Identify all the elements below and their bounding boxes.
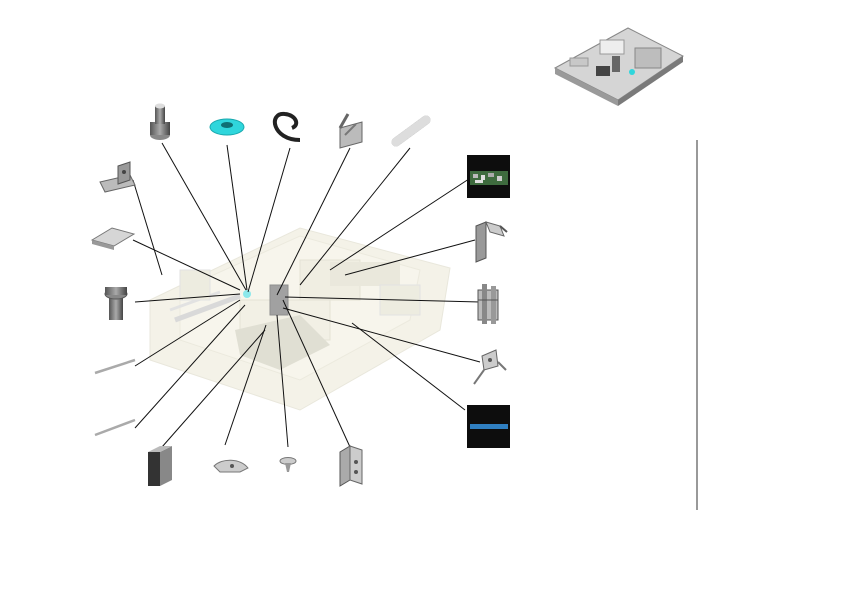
long-shaft-icon xyxy=(94,418,136,437)
leader-mount-bracket xyxy=(282,307,481,363)
flange-screw-icon xyxy=(104,287,128,320)
leader-cyan-washer xyxy=(226,144,248,291)
leader-lines xyxy=(132,142,481,448)
leader-rail-bracket xyxy=(284,296,481,303)
leader-blue-strip xyxy=(351,322,466,411)
leader-long-shaft xyxy=(134,304,246,429)
assembly-thumbnail xyxy=(553,27,684,106)
leader-guide-block xyxy=(161,329,266,448)
coil-spring-icon xyxy=(391,115,431,147)
leader-lever-bracket xyxy=(276,147,351,296)
leader-circuit-board xyxy=(329,174,476,271)
leader-angle-bracket xyxy=(282,299,351,448)
leader-coil-spring xyxy=(299,147,411,286)
leader-flange-screw xyxy=(134,293,241,303)
l-bracket-icon xyxy=(99,161,136,193)
rail-bracket-icon xyxy=(477,284,499,324)
cam-plate-icon xyxy=(213,459,249,473)
circuit-board-icon xyxy=(467,155,510,198)
flat-plate-icon xyxy=(90,227,136,250)
leader-stepped-bolt xyxy=(161,142,247,291)
leader-shaft-pin xyxy=(134,299,241,367)
angle-bracket-icon xyxy=(339,445,363,487)
leader-e-ring-clip xyxy=(247,147,291,293)
leader-l-bracket xyxy=(132,179,163,276)
blue-strip-icon xyxy=(467,405,510,448)
e-ring-clip-icon xyxy=(273,111,301,142)
cyan-washer-icon xyxy=(209,118,245,136)
lever-bracket-icon xyxy=(338,113,363,149)
hook-bracket-icon xyxy=(475,221,508,263)
leader-cam-plate xyxy=(224,324,267,446)
mount-bracket-icon xyxy=(473,349,507,385)
ghost-assembly xyxy=(149,227,451,411)
leader-flat-plate xyxy=(132,239,241,291)
stepped-bolt-icon xyxy=(150,103,170,140)
guide-block-icon xyxy=(148,446,172,486)
push-rivet-icon xyxy=(279,457,297,472)
leader-push-rivet xyxy=(276,314,289,448)
leader-hook-bracket xyxy=(344,239,476,276)
shaft-pin-icon xyxy=(94,358,136,375)
